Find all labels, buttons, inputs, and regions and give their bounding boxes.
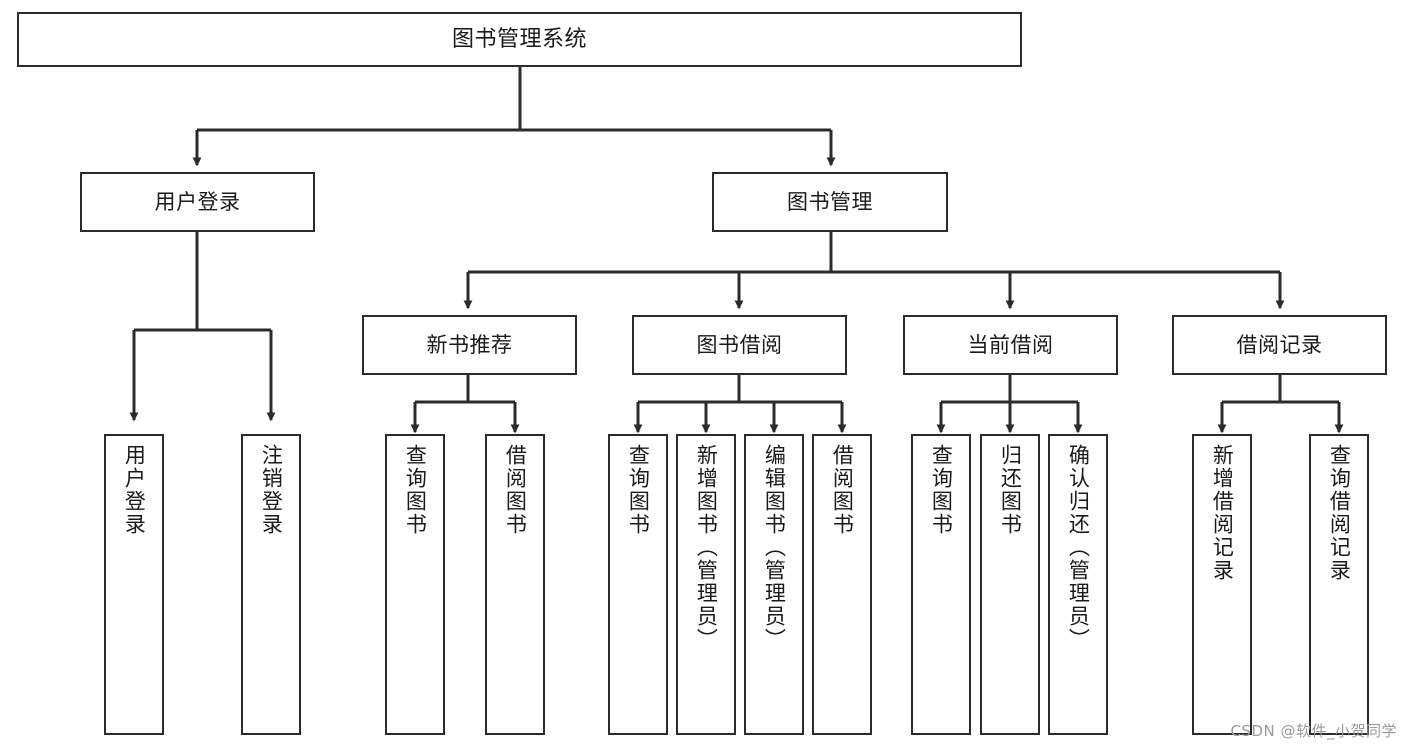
leaf-query-book-recommend[interactable]: 查询图书 xyxy=(385,434,445,735)
node-label: 借阅图书 xyxy=(503,444,528,536)
leaf-confirm-return[interactable]: 确认归还（管理员） xyxy=(1048,434,1108,735)
node-label: 新增借阅记录 xyxy=(1210,444,1235,582)
node-label: 借阅记录 xyxy=(1236,332,1323,357)
node-label: 新书推荐 xyxy=(426,332,513,357)
leaf-query-borrow-record[interactable]: 查询借阅记录 xyxy=(1309,434,1369,735)
node-label: 图书管理系统 xyxy=(451,26,587,52)
csdn-watermark: CSDN @软件_小贺同学 xyxy=(1230,722,1397,740)
node-label: 新增图书（管理员） xyxy=(694,444,719,651)
node-root-system[interactable]: 图书管理系统 xyxy=(17,12,1022,67)
leaf-query-book-current[interactable]: 查询图书 xyxy=(911,434,971,735)
node-label: 用户登录 xyxy=(154,189,241,214)
node-user-login[interactable]: 用户登录 xyxy=(80,172,315,232)
node-label: 归还图书 xyxy=(998,444,1023,536)
node-label: 查询图书 xyxy=(929,444,954,536)
node-label: 确认归还（管理员） xyxy=(1066,444,1091,651)
node-label: 查询借阅记录 xyxy=(1327,444,1352,582)
leaf-borrow-book[interactable]: 借阅图书 xyxy=(812,434,872,735)
node-label: 图书借阅 xyxy=(696,332,783,357)
node-label: 借阅图书 xyxy=(830,444,855,536)
node-label: 图书管理 xyxy=(787,189,873,214)
leaf-borrow-book-recommend[interactable]: 借阅图书 xyxy=(485,434,545,735)
node-current-borrow[interactable]: 当前借阅 xyxy=(903,315,1118,375)
node-book-borrow[interactable]: 图书借阅 xyxy=(632,315,847,375)
leaf-edit-book[interactable]: 编辑图书（管理员） xyxy=(744,434,804,735)
node-borrow-record[interactable]: 借阅记录 xyxy=(1172,315,1387,375)
node-label: 查询图书 xyxy=(403,444,428,536)
node-label: 编辑图书（管理员） xyxy=(762,444,787,651)
leaf-logout[interactable]: 注销登录 xyxy=(241,434,301,735)
node-label: 用户登录 xyxy=(122,444,147,536)
leaf-query-book-borrow[interactable]: 查询图书 xyxy=(608,434,668,735)
node-book-management[interactable]: 图书管理 xyxy=(712,172,948,232)
leaf-add-book[interactable]: 新增图书（管理员） xyxy=(676,434,736,735)
node-label: 当前借阅 xyxy=(967,332,1054,357)
leaf-return-book[interactable]: 归还图书 xyxy=(980,434,1040,735)
leaf-user-login[interactable]: 用户登录 xyxy=(104,434,164,735)
node-new-book-recommend[interactable]: 新书推荐 xyxy=(362,315,577,375)
leaf-add-borrow-record[interactable]: 新增借阅记录 xyxy=(1192,434,1252,735)
node-label: 注销登录 xyxy=(259,444,284,536)
node-label: 查询图书 xyxy=(626,444,651,536)
